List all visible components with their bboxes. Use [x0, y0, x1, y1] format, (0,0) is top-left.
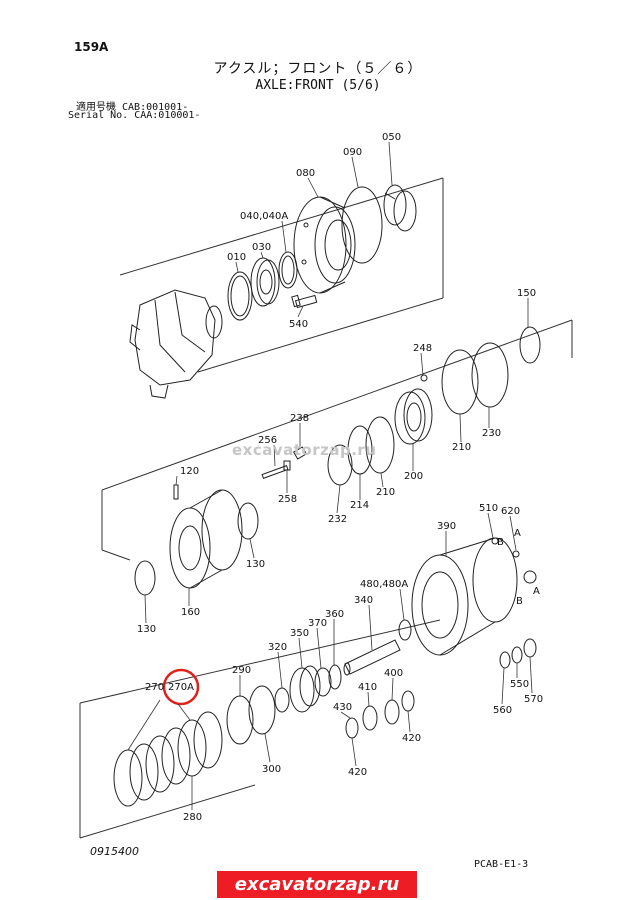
- label-040: 040,040A: [240, 211, 288, 222]
- part-160-carrier: [169, 489, 243, 589]
- part-040-seal: [278, 251, 298, 289]
- page-code: PCAB-E1-3: [474, 859, 529, 870]
- part-130-snap-ring-2: [134, 560, 156, 596]
- group-boundary-lines: [79, 177, 573, 839]
- page-number: 159A: [74, 40, 109, 54]
- label-210-a: 210: [376, 487, 395, 498]
- part-090-oring: [341, 186, 383, 264]
- label-010: 010: [227, 252, 246, 263]
- label-270A: 270A: [168, 682, 194, 693]
- label-120: 120: [180, 466, 199, 477]
- label-420-b: 420: [402, 733, 421, 744]
- part-620-fitting: [512, 550, 537, 584]
- axle-housing-cutaway: [129, 289, 223, 399]
- label-080: 080: [296, 168, 315, 179]
- label-090: 090: [343, 147, 362, 158]
- label-200: 200: [404, 471, 423, 482]
- label-560: 560: [493, 705, 512, 716]
- label-280: 280: [183, 812, 202, 823]
- label-214: 214: [350, 500, 369, 511]
- label-030: 030: [252, 242, 271, 253]
- label-400: 400: [384, 668, 403, 679]
- part-010-ring: [227, 271, 253, 321]
- part-420-430-rings: [345, 690, 415, 739]
- part-248-plug: [420, 374, 428, 382]
- part-410-gear: [362, 699, 400, 731]
- label-A-2: A: [533, 586, 540, 597]
- label-A-1: A: [514, 528, 521, 539]
- site-banner-link[interactable]: excavatorzap.ru: [217, 871, 417, 898]
- part-510-plug: [491, 537, 499, 545]
- part-360-ring: [328, 664, 342, 690]
- label-210-b: 210: [452, 442, 471, 453]
- label-360: 360: [325, 609, 344, 620]
- part-370-ring: [314, 667, 332, 697]
- part-080-hub: [293, 196, 356, 294]
- part-200-gear: [394, 388, 433, 445]
- part-labels: 010 030 040,040A 050 080 090 540 150 248…: [137, 132, 543, 823]
- part-350-gear: [289, 665, 321, 713]
- label-390: 390: [437, 521, 456, 532]
- drawing-number: 0915400: [90, 845, 139, 858]
- label-B-2: B: [516, 596, 523, 607]
- label-232: 232: [328, 514, 347, 525]
- part-480-seal: [398, 619, 412, 641]
- label-300: 300: [262, 764, 281, 775]
- part-030-bearing: [250, 257, 280, 307]
- label-238: 238: [290, 413, 309, 424]
- part-320-ring: [274, 687, 290, 713]
- part-210-ring-2: [365, 416, 395, 474]
- page-title-english: AXLE:FRONT (5/6): [255, 78, 381, 93]
- label-230: 230: [482, 428, 501, 439]
- part-230-ring: [471, 342, 509, 408]
- part-120-bolt: [173, 484, 179, 500]
- serial-range-line-2: Serial No. CAA:010001-: [68, 110, 201, 121]
- label-050: 050: [382, 132, 401, 143]
- label-420-a: 420: [348, 767, 367, 778]
- part-300-ring: [248, 685, 276, 735]
- page-title-japanese: アクスル；フロント（５／６）: [213, 61, 423, 77]
- part-280-disc-pack: [113, 711, 223, 807]
- part-130-snap-ring: [237, 502, 259, 540]
- part-390-brake-housing: [411, 537, 518, 656]
- highlight-circle-270A: [162, 668, 200, 706]
- label-256: 256: [258, 435, 277, 446]
- label-248: 248: [413, 343, 432, 354]
- watermark: excavatorzap.ru: [232, 441, 377, 459]
- label-480: 480,480A: [360, 579, 408, 590]
- label-130-b: 130: [137, 624, 156, 635]
- label-430: 430: [333, 702, 352, 713]
- label-570: 570: [524, 694, 543, 705]
- leader-lines: [127, 141, 533, 810]
- part-340-shaft: [343, 639, 401, 676]
- label-270: 270: [145, 682, 164, 693]
- part-540-bolt: [291, 294, 318, 309]
- label-160: 160: [181, 607, 200, 618]
- label-340: 340: [354, 595, 373, 606]
- label-258: 258: [278, 494, 297, 505]
- part-238-pin: [292, 446, 308, 460]
- label-370: 370: [308, 618, 327, 629]
- label-510: 510: [479, 503, 498, 514]
- label-130-a: 130: [246, 559, 265, 570]
- part-256-pin: [261, 465, 289, 479]
- part-050-bearing: [383, 184, 417, 232]
- label-B-1: B: [497, 537, 504, 548]
- label-410: 410: [358, 682, 377, 693]
- label-540: 540: [289, 319, 308, 330]
- label-290: 290: [232, 665, 251, 676]
- serial-range-line-1: 適用号機 CAB:001001-: [76, 102, 189, 113]
- label-620: 620: [501, 506, 520, 517]
- label-550: 550: [510, 679, 529, 690]
- label-320: 320: [268, 642, 287, 653]
- label-350: 350: [290, 628, 309, 639]
- label-150: 150: [517, 288, 536, 299]
- part-150-snap-ring: [519, 326, 541, 364]
